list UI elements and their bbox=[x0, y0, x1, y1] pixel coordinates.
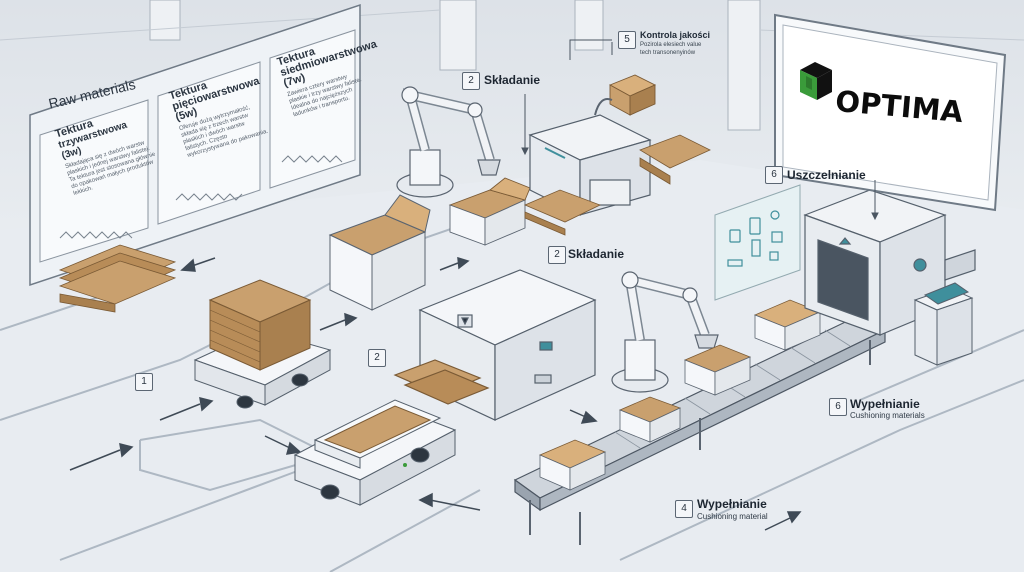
step-6-badge-filling: 6 bbox=[829, 398, 847, 416]
cardboard-sheets bbox=[523, 134, 711, 236]
quality-check-box bbox=[594, 74, 657, 116]
step-5-badge: 5 bbox=[618, 31, 636, 49]
cushioning-materials-board bbox=[714, 184, 801, 301]
step-2-label-top: Składanie bbox=[484, 73, 541, 87]
open-white-box bbox=[328, 194, 431, 311]
step-5-label: Kontrola jakości bbox=[640, 30, 711, 40]
raw-materials-heading: Raw materials bbox=[47, 76, 138, 112]
step-6-badge-sealing: 6 bbox=[765, 166, 783, 184]
label-leaders bbox=[521, 39, 879, 221]
control-panel bbox=[913, 282, 974, 366]
material-panel-7w: Tektura siedmiowarstwowa (7w) Zawiera cz… bbox=[276, 35, 379, 120]
step-4-badge: 4 bbox=[675, 500, 693, 518]
step-2-badge-top: 2 bbox=[462, 72, 480, 90]
step-5-sub-2: tech transonenyinów bbox=[640, 50, 696, 56]
folding-machine-2 bbox=[393, 269, 597, 421]
step-6-label-filling: Wypełnianie bbox=[850, 397, 920, 411]
agv-robot-1 bbox=[193, 279, 332, 409]
material-panel-5w: Tektura pięciowarstwowa (5w) Oferuje duż… bbox=[168, 66, 273, 160]
wall-pillars bbox=[149, 0, 761, 131]
floor-arrows bbox=[69, 256, 802, 531]
step-4-sublabel: Cushioning material bbox=[697, 512, 768, 521]
step-2-badge-middle: 2 bbox=[548, 246, 566, 264]
optima-logo-icon bbox=[800, 62, 832, 100]
step-5-sub-1: Pozirola elesiech value bbox=[640, 42, 702, 48]
step-2-label-middle: Składanie bbox=[568, 247, 625, 261]
step-2-badge-lower: 2 bbox=[368, 349, 386, 367]
step-6-label-sealing: Uszczelnianie bbox=[787, 168, 866, 182]
step-4-label: Wypełnianie bbox=[697, 497, 767, 511]
robot-arm-1 bbox=[396, 86, 501, 198]
optima-screen bbox=[774, 13, 1007, 212]
material-panel-3w: Tektura trzywarstwowa (3w) Składająca si… bbox=[54, 103, 163, 198]
optima-brand-name: OPTIMA bbox=[834, 84, 965, 130]
step-6-sublabel-filling: Cushioning materials bbox=[850, 411, 925, 420]
agv-robot-2 bbox=[293, 399, 457, 506]
cardboard-sheet-stack bbox=[58, 244, 177, 313]
raw-materials-board bbox=[29, 3, 361, 287]
step-1-badge: 1 bbox=[135, 373, 153, 391]
robot-arm-2 bbox=[611, 271, 719, 393]
